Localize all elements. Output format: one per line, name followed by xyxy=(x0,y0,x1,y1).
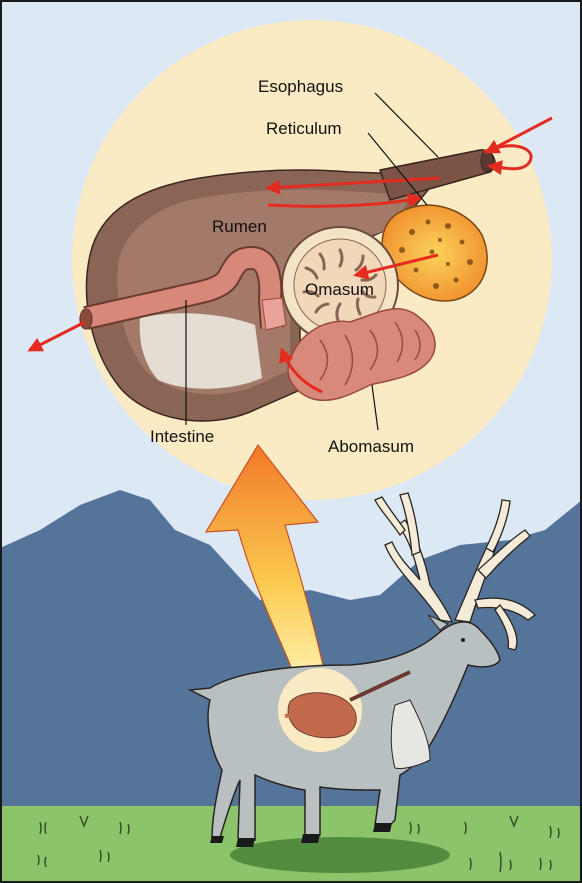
rumen-lining xyxy=(140,313,262,389)
label-abomasum: Abomasum xyxy=(328,437,414,456)
esophagus-opening xyxy=(481,150,493,172)
label-esophagus: Esophagus xyxy=(258,77,343,96)
caribou-eye xyxy=(461,638,465,642)
label-reticulum: Reticulum xyxy=(266,119,342,138)
intestine-junction xyxy=(262,298,286,330)
deer-shadow xyxy=(230,837,450,873)
label-omasum: Omasum xyxy=(305,280,374,299)
caribou-intestine-mini xyxy=(285,714,300,716)
label-rumen: Rumen xyxy=(212,217,267,236)
intestine-opening xyxy=(80,309,92,329)
label-intestine: Intestine xyxy=(150,427,214,446)
